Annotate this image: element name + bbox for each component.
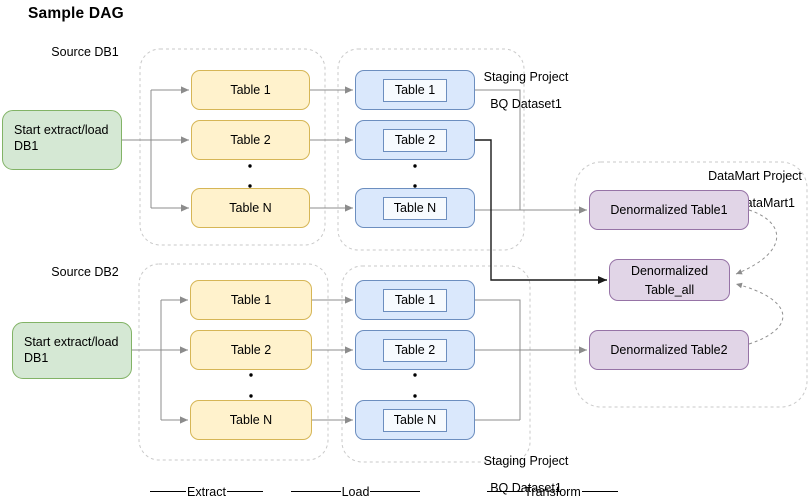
rule-line xyxy=(370,491,420,492)
stage-label-extract-text: Extract xyxy=(187,484,226,499)
staging-db1-label-line1: Staging Project xyxy=(483,69,569,84)
extract1-table2-node: Table 2 xyxy=(191,120,310,160)
denormalized-table-all-node: Denormalized Table_all xyxy=(609,259,730,301)
connector-extract1-load1 xyxy=(310,86,353,212)
load2-table2-node: Table 2 xyxy=(355,330,475,370)
extract2-table2-node: Table 2 xyxy=(190,330,312,370)
stage-label-load: Load xyxy=(291,484,420,499)
connector-load1-denorm1 xyxy=(475,89,587,214)
stage-label-transform-text: Transform xyxy=(524,484,581,499)
connector-start1-branch xyxy=(122,86,189,212)
staging-db1-label-line2: BQ Dataset1 xyxy=(490,96,562,111)
connector-denorm2-denorm-all xyxy=(735,282,784,345)
table-inner-box: Table N xyxy=(383,408,447,432)
denormalized-table2-node: Denormalized Table2 xyxy=(589,330,749,370)
start-node-db2: Start extract/load DB1 xyxy=(12,322,132,379)
connector-denorm1-denorm-all xyxy=(735,209,778,275)
denormalized-table1-node: Denormalized Table1 xyxy=(589,190,749,230)
extract1-tableN-node: Table N xyxy=(191,188,310,228)
rule-line xyxy=(581,491,618,492)
table-inner-box: Table 1 xyxy=(383,78,447,102)
table-inner-box: Table 2 xyxy=(383,338,447,362)
table-inner-box: Table 1 xyxy=(383,288,447,312)
extract-db2-container xyxy=(138,263,329,461)
load-db2-container xyxy=(341,265,531,463)
source-db2-label: Source DB2 xyxy=(51,265,119,279)
connector-load1-denorm-all xyxy=(475,139,607,284)
stage-label-extract: Extract xyxy=(150,484,263,499)
load2-tableN-node: Table N xyxy=(355,400,475,440)
source-db1-label: Source DB1 xyxy=(51,45,119,59)
connector-load2-denorm2 xyxy=(475,299,587,421)
extract2-tableN-node: Table N xyxy=(190,400,312,440)
diagram-title: Sample DAG xyxy=(28,5,124,22)
load2-table1-node: Table 1 xyxy=(355,280,475,320)
load-db1-container xyxy=(337,48,525,251)
rule-line xyxy=(487,491,524,492)
rule-line xyxy=(150,491,187,492)
extract1-table1-node: Table 1 xyxy=(191,70,310,110)
rule-line xyxy=(226,491,263,492)
load1-tableN-node: Table N xyxy=(355,188,475,228)
table-inner-box: Table 2 xyxy=(383,128,447,152)
table-inner-box: Table N xyxy=(383,196,447,220)
connector-extract2-load2 xyxy=(312,296,353,424)
staging-db2-label-line1: Staging Project xyxy=(483,453,569,468)
stage-label-load-text: Load xyxy=(341,484,370,499)
staging-db2-label: Staging Project BQ Dataset1 xyxy=(476,441,576,495)
datamart-label-line1: DataMart Project xyxy=(708,168,802,183)
connector-start2-branch xyxy=(132,296,188,424)
stage-label-transform: Transform xyxy=(487,484,618,499)
datamart-container xyxy=(574,161,808,408)
load1-table1-node: Table 1 xyxy=(355,70,475,110)
staging-db1-label: Staging Project BQ Dataset1 xyxy=(476,57,576,111)
ellipsis-dots xyxy=(248,164,417,398)
extract-db1-container xyxy=(139,48,326,246)
start-node-db1: Start extract/load DB1 xyxy=(2,110,122,170)
extract2-table1-node: Table 1 xyxy=(190,280,312,320)
rule-line xyxy=(291,491,341,492)
staging-db2-label-line2: BQ Dataset1 xyxy=(490,480,562,495)
load1-table2-node: Table 2 xyxy=(355,120,475,160)
